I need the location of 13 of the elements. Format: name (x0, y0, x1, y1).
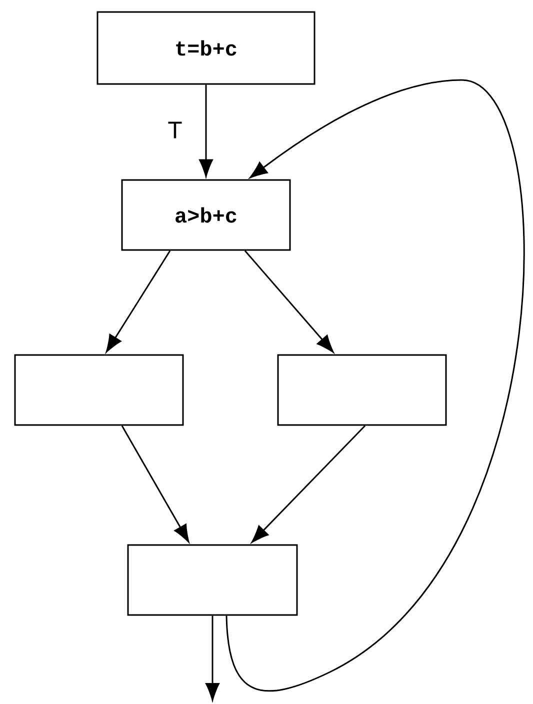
arrow (206, 616, 220, 701)
arrow (251, 425, 366, 543)
process-box (277, 354, 447, 426)
arrow (121, 425, 190, 542)
arrow (244, 250, 334, 353)
arrow (226, 79, 524, 692)
process-box (14, 354, 184, 426)
arrow (199, 84, 213, 177)
arrow (106, 250, 171, 352)
edge-label: T (166, 120, 184, 140)
process-box (127, 544, 298, 616)
process-box: a>b+c (121, 179, 291, 251)
process-box: t=b+c (96, 11, 316, 85)
